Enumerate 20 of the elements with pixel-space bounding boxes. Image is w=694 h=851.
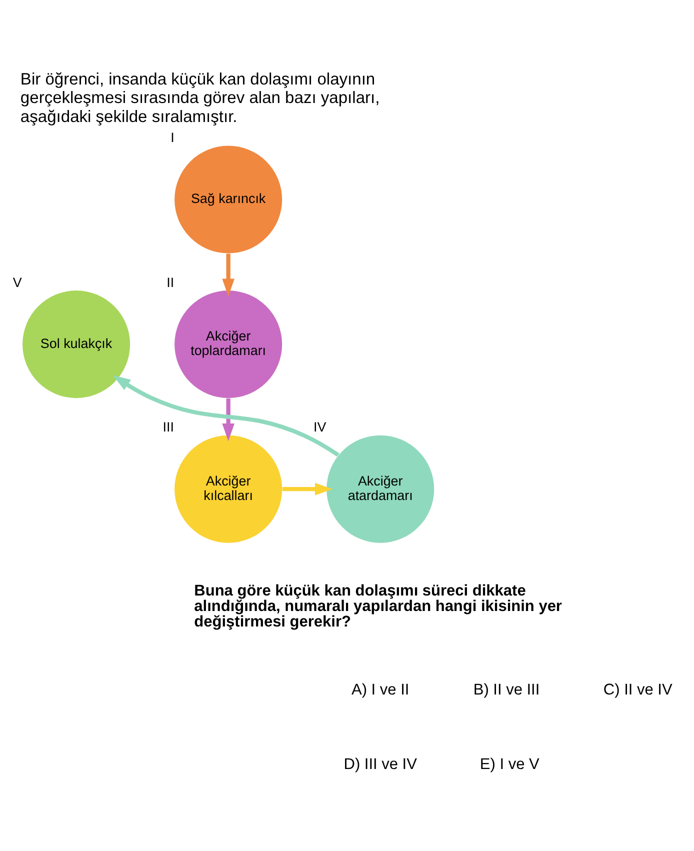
- node-label: V: [12, 274, 22, 290]
- node-circle: Akciğer toplardamarı: [174, 290, 282, 398]
- label: D) III ve IV: [344, 756, 417, 773]
- arrow: [222, 254, 234, 296]
- node-label: IV: [314, 420, 326, 435]
- node-circle: Akciğer atardamarı: [326, 435, 434, 543]
- label: A) I ve II: [351, 681, 410, 698]
- arrow: [112, 375, 340, 457]
- label: Buna göre küçük kan dolaşımı süreci dikkate alındığında, numaralı yapılardan hangi ikisinin yer değiştirmesi gerekir?: [194, 582, 562, 631]
- node-label: I: [170, 130, 174, 146]
- label: C) II ve IV: [603, 681, 672, 698]
- node-circle: Akciğer kılcalları: [174, 435, 282, 543]
- node-circle: Sağ karıncık: [174, 146, 282, 254]
- node-label: III: [162, 420, 174, 435]
- arrow: [282, 482, 333, 496]
- label: E) I ve V: [480, 756, 540, 773]
- node-label: II: [166, 274, 174, 290]
- diagram-title: Bir öğrenci, insanda küçük kan dolaşımı olayının gerçekleşmesi sırasında görev alan bazı yapıları, aşağıdaki şekilde sıralamıştır.: [20, 70, 380, 126]
- label: B) II ve III: [473, 681, 540, 698]
- arrow: [222, 398, 234, 442]
